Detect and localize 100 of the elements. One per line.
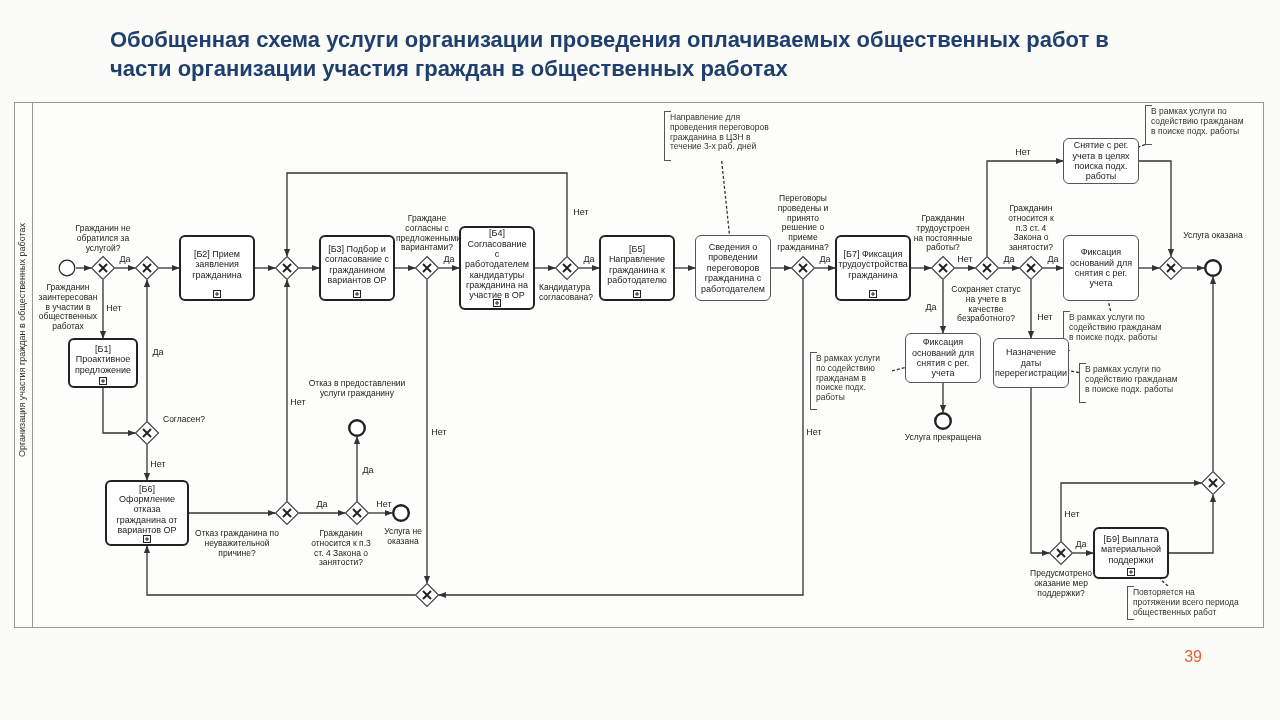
task-label: [Б6] Оформление отказа гражданина от вариантов ОР (115, 483, 179, 536)
arrow (298, 509, 346, 517)
arrow (1030, 387, 1050, 557)
subprocess-box (835, 235, 911, 301)
edge-label: Да (118, 255, 132, 265)
task-label: [Б1] Проактивное предложение (73, 344, 133, 375)
arrow (254, 264, 276, 272)
gateway-label: Гражданин не обратился за услугой? (74, 223, 132, 253)
arrow (1138, 160, 1175, 257)
gateway-label: Отказ гражданина по неуважительной причине? (195, 529, 279, 559)
text-annotation: В рамках услуги по содействию гражданам в поиске подх. работы (810, 352, 892, 410)
arrow (438, 264, 460, 272)
task-label: Сведения о проведении переговоров гражданина с работодателем (699, 242, 766, 294)
edge-label: Да (1002, 255, 1016, 265)
arrow (1042, 264, 1064, 272)
edge-label: Нет (1036, 313, 1054, 323)
task-box (1063, 138, 1139, 184)
event-label: Услуга не оказана (383, 527, 423, 547)
arrow (114, 264, 136, 272)
arrow (423, 279, 431, 584)
gateway-label: Предусмотрено оказание мер поддержки? (1029, 569, 1093, 599)
gateway-label: Гражданин относится к п.3 ст. 4 Закона о занятости? (310, 529, 372, 569)
association-line (891, 366, 906, 372)
gateway-label: Сохраняет статус на учете в качестве безработного? (950, 285, 1022, 325)
edge-label: Нет (1014, 148, 1032, 158)
arrow (1168, 494, 1217, 554)
edge-label: Да (1074, 540, 1088, 550)
subprocess-box (179, 235, 255, 301)
arrow (534, 264, 556, 272)
subprocess-box (1093, 527, 1169, 579)
task-label: [Б5] Направление гражданина к работодателю (606, 243, 668, 286)
arrow (1072, 549, 1094, 557)
edge-label: Нет (430, 428, 448, 438)
task-label: [Б9] Выплата материальной поддержки (1100, 534, 1162, 565)
arrow (770, 264, 792, 272)
arrow (939, 279, 947, 334)
edge-label: Да (361, 466, 375, 476)
edge-label: Нет (105, 304, 123, 314)
edge-label: Нет (956, 255, 974, 265)
arrow (394, 264, 416, 272)
association-line (1107, 300, 1112, 312)
page-number: 39 (1184, 648, 1202, 665)
task-label: [Б2] Прием заявления гражданина (191, 249, 243, 280)
arrow (1138, 264, 1160, 272)
arrow (283, 172, 568, 257)
arrow (143, 444, 151, 481)
arrow (998, 264, 1020, 272)
event-label: Услуга оказана (1182, 231, 1244, 241)
arrow (986, 157, 1064, 257)
edge-label: Нет (289, 398, 307, 408)
event-label: Услуга прекращена (903, 433, 983, 443)
arrow (143, 279, 151, 422)
gateway-label: Гражданин относится к п.3 ст. 4 Закона о занятости? (1007, 204, 1055, 253)
edge-label: Да (924, 303, 938, 313)
task-label: Фиксация оснований для снятия с рег. учета (910, 337, 976, 379)
task-box (1063, 235, 1139, 301)
title: Обобщенная схема услуги организации проведения оплачиваемых общественных работ в части организации участия граждан в общественных работах (110, 26, 1110, 83)
arrow (158, 264, 180, 272)
task-label: [Б3] Подбор и согласование с гражданином вариантов ОР (324, 243, 390, 286)
arrow (674, 264, 696, 272)
lane-label: Организация участия граждан в общественных работах (17, 223, 27, 457)
gateway-label: Переговоры проведены и принято решение о приеме гражданина? (776, 194, 830, 253)
arrow (143, 545, 416, 596)
edge-label: Да (442, 255, 456, 265)
association-line (1068, 369, 1080, 374)
arrow (368, 509, 393, 517)
arrow (939, 382, 947, 413)
edge-label: Нет (149, 460, 167, 470)
gateway-label: Гражданин трудоустроен на постоянные работы? (913, 213, 973, 253)
event-label: Отказ в предоставлении услуги гражданину (307, 379, 407, 399)
event-label: Гражданин заинтересован в участии в общественных работах (38, 283, 98, 332)
association-line (1138, 144, 1146, 148)
arrow (1209, 276, 1217, 472)
subprocess-box (459, 226, 535, 310)
arrow (1182, 264, 1205, 272)
task-label: Снятие с рег. учета в целях поиска подх. работы (1071, 140, 1131, 182)
arrow (283, 279, 291, 502)
edge-label: Да (151, 348, 165, 358)
task-label: [Б4] Согласование с работодателем кандидатуры гражданина на участие в ОР (464, 228, 530, 301)
edge-label: Нет (1063, 510, 1081, 520)
task-box (993, 338, 1069, 388)
arrow (578, 264, 600, 272)
arrow (99, 279, 107, 339)
edge-label: Да (582, 255, 596, 265)
edge-label: Нет (805, 428, 823, 438)
arrow (910, 264, 932, 272)
subprocess-box (105, 480, 189, 546)
edge-label: Да (1046, 255, 1060, 265)
task-label: Фиксация оснований для снятия с рег. учета (1068, 247, 1134, 289)
pool (14, 102, 1264, 628)
gateway-label: Кандидатура согласована? (539, 283, 595, 303)
arrow (298, 264, 320, 272)
edge-label: Да (818, 255, 832, 265)
arrow (188, 509, 276, 517)
arrow (353, 436, 361, 502)
arrow (438, 279, 804, 599)
edge-label: Нет (375, 500, 393, 510)
edge-label: Да (315, 500, 329, 510)
arrow (954, 264, 976, 272)
subprocess-box (68, 338, 138, 388)
